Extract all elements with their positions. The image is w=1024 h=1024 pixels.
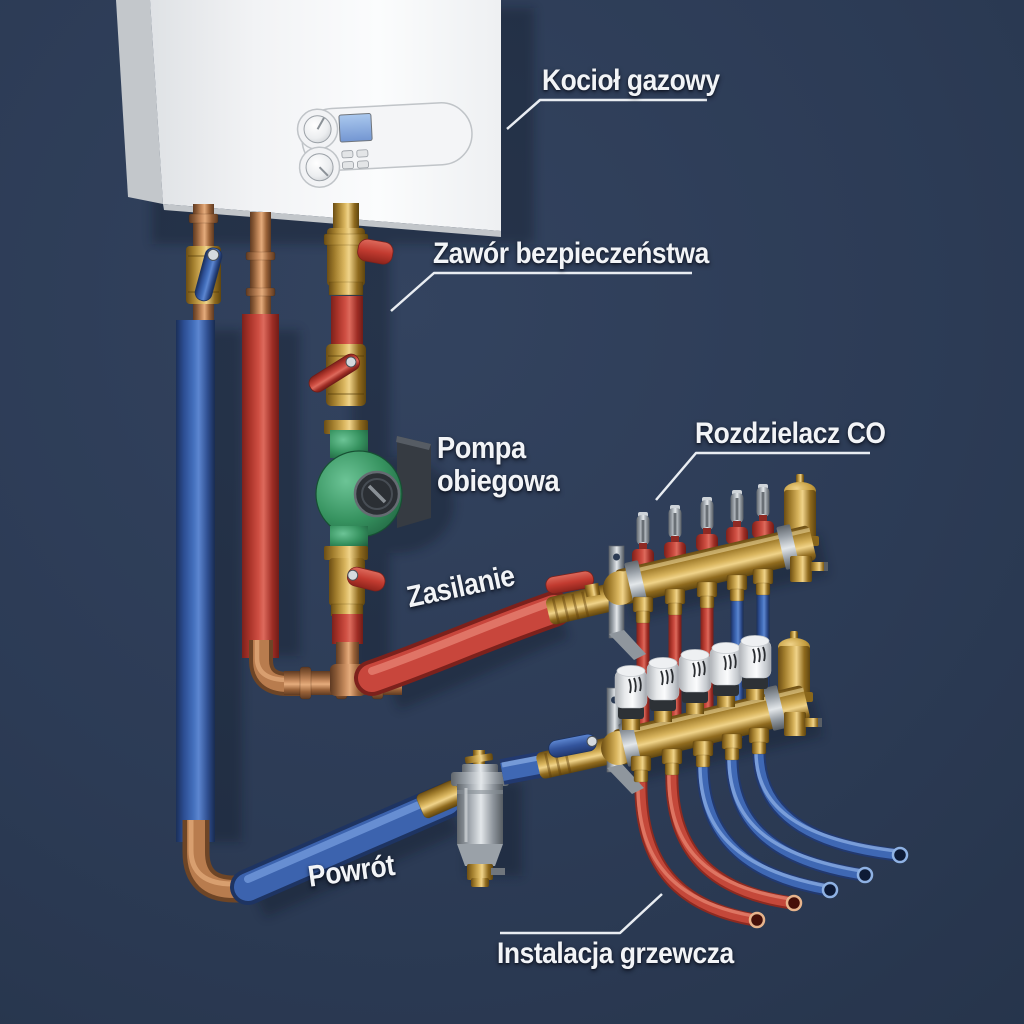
supply-insulated-pipe-vertical	[242, 314, 279, 658]
upper-manifold-bar	[614, 525, 816, 605]
boiler-buttons	[341, 149, 369, 170]
manifold-inlet-valve-lever	[545, 570, 601, 598]
circulation-pump	[315, 430, 431, 560]
leader-boiler	[506, 98, 707, 130]
label-boiler: Kocioł gazowy	[542, 64, 720, 97]
label-heating-installation: Instalacja grzewcza	[497, 937, 734, 970]
lower-manifold-bar	[612, 685, 810, 765]
upper-manifold	[603, 474, 828, 660]
lower-manifold-outlets	[630, 727, 770, 783]
label-circulation-pump: Pompa obiegowa	[437, 430, 560, 498]
label-manifold: Rozdzielacz CO	[695, 417, 886, 450]
blue-manifold-valve-lever	[548, 733, 598, 758]
boiler-display	[338, 113, 373, 143]
upper-manifold-outlets	[632, 568, 774, 624]
pump-terminal-box	[397, 436, 431, 528]
supply-run	[354, 570, 623, 696]
return-column	[176, 204, 464, 905]
pump-outlet-assembly	[329, 558, 386, 696]
label-safety-valve: Zawór bezpieczeństwa	[433, 237, 709, 270]
leader-manifold	[655, 451, 870, 501]
leader-safety-valve	[390, 271, 692, 312]
lower-manifold	[601, 631, 822, 794]
blue-valve-lever	[194, 247, 223, 302]
return-insulated-pipe-vertical	[176, 320, 215, 842]
red-valve-lever-upper	[308, 353, 360, 393]
thermostatic-actuators	[614, 635, 772, 730]
safety-valve-red-cap	[357, 238, 394, 265]
safety-valve-assembly	[308, 203, 394, 434]
boiler-control-panel	[296, 102, 473, 188]
leader-lines	[390, 98, 870, 935]
red-valve-lever-lower	[346, 566, 386, 592]
flow-meters	[632, 484, 774, 566]
dirt-filter	[451, 750, 509, 887]
heating-loop-pipes	[634, 749, 909, 929]
gas-boiler	[116, 0, 501, 237]
leader-heating-installation	[500, 893, 663, 935]
